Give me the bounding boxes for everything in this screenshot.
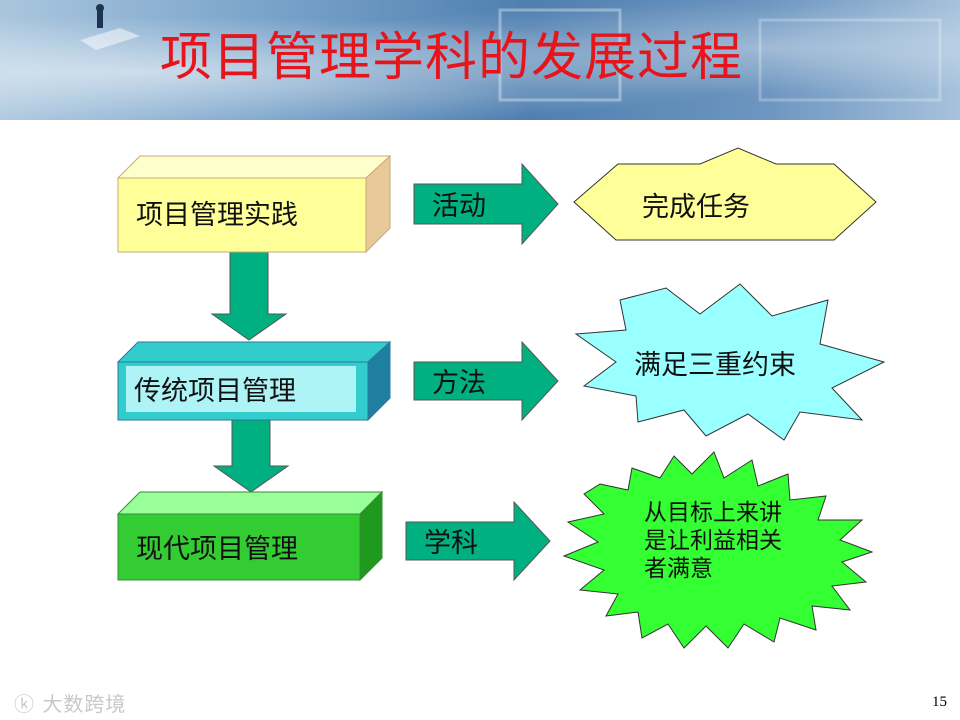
outcome-3-line-1: 从目标上来讲: [644, 500, 782, 526]
outcome-complete-task: 完成任务: [574, 148, 876, 240]
watermark-logo: ⓚ 大数跨境: [14, 688, 126, 717]
arrow-3-label: 学科: [424, 528, 478, 559]
box-2-label: 传统项目管理: [134, 376, 296, 407]
outcome-stakeholder-satisfaction: 从目标上来讲 是让利益相关 者满意: [564, 452, 872, 648]
arrow-discipline: 学科: [406, 502, 550, 580]
outcome-triple-constraint: 满足三重约束: [576, 284, 884, 440]
box-1-label: 项目管理实践: [136, 200, 298, 231]
down-arrow-1: [212, 252, 286, 340]
outcome-2-label: 满足三重约束: [634, 350, 796, 381]
arrow-2-label: 方法: [432, 368, 486, 399]
arrow-activity: 活动: [414, 164, 558, 244]
outcome-3-line-2: 是让利益相关: [644, 528, 782, 554]
arrow-1-label: 活动: [432, 191, 486, 222]
box-3-label: 现代项目管理: [136, 534, 298, 565]
down-arrow-2: [214, 420, 288, 492]
outcome-1-label: 完成任务: [642, 192, 750, 223]
box-2-top: [118, 342, 390, 362]
arrow-method: 方法: [414, 342, 558, 420]
watermark-text: 大数跨境: [42, 692, 126, 716]
box-3-top: [118, 492, 382, 514]
box-1-top: [118, 156, 390, 178]
box-project-practice: 项目管理实践: [118, 156, 390, 252]
watermark-icon: ⓚ: [14, 692, 35, 716]
box-traditional-pm: 传统项目管理: [118, 342, 390, 420]
box-modern-pm: 现代项目管理: [118, 492, 382, 580]
outcome-3-line-3: 者满意: [644, 556, 713, 582]
page-number: 15: [932, 694, 947, 711]
